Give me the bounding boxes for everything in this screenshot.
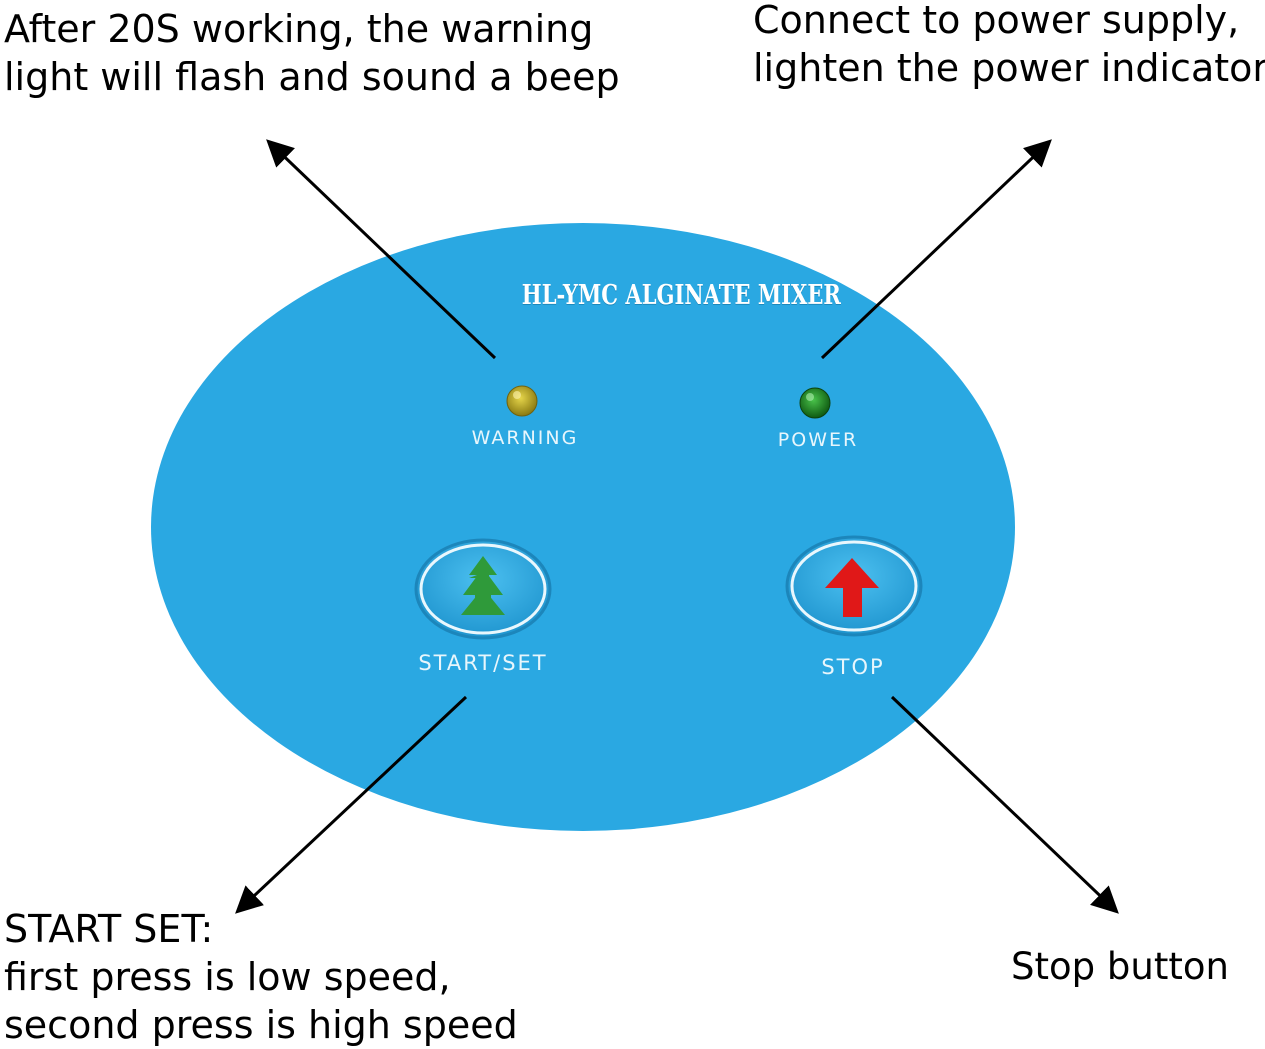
warning-annotation-line: light will flash and sound a beep [4,55,620,99]
warning-label: WARNING [471,427,579,449]
start-set-annotation-line: second press is high speed [4,1003,518,1047]
control-panel [151,223,1015,831]
warning-annotation-line: After 20S working, the warning [4,7,594,51]
power-label: POWER [777,429,859,451]
power-light-glint [806,393,814,401]
start-set-annotation: START SET: first press is low speed, sec… [4,905,518,1049]
power-annotation-line: lighten the power indicator [753,46,1265,90]
stop-arrow [890,695,1119,914]
power-annotation: Connect to power supply, lighten the pow… [753,0,1265,92]
power-light [799,387,831,419]
start-set-annotation-line: first press is low speed, [4,955,451,999]
warning-light [506,385,538,417]
start-set-label: START/SET [418,651,548,675]
start-set-annotation-line: START SET: [4,907,214,951]
stop-annotation: Stop button [1011,943,1229,991]
power-annotation-line: Connect to power supply, [753,0,1240,42]
warning-light-glint [513,391,521,399]
warning-annotation: After 20S working, the warning light wil… [4,5,620,101]
stop-button[interactable] [787,537,921,635]
stop-label: STOP [821,655,885,679]
panel-title: HL-YMC ALGINATE MIXER [521,280,841,311]
power-arrow [820,139,1052,360]
start-arrow [235,695,468,914]
start-set-button[interactable] [416,540,550,638]
stop-annotation-line: Stop button [1011,945,1229,988]
warning-arrow [266,139,497,360]
